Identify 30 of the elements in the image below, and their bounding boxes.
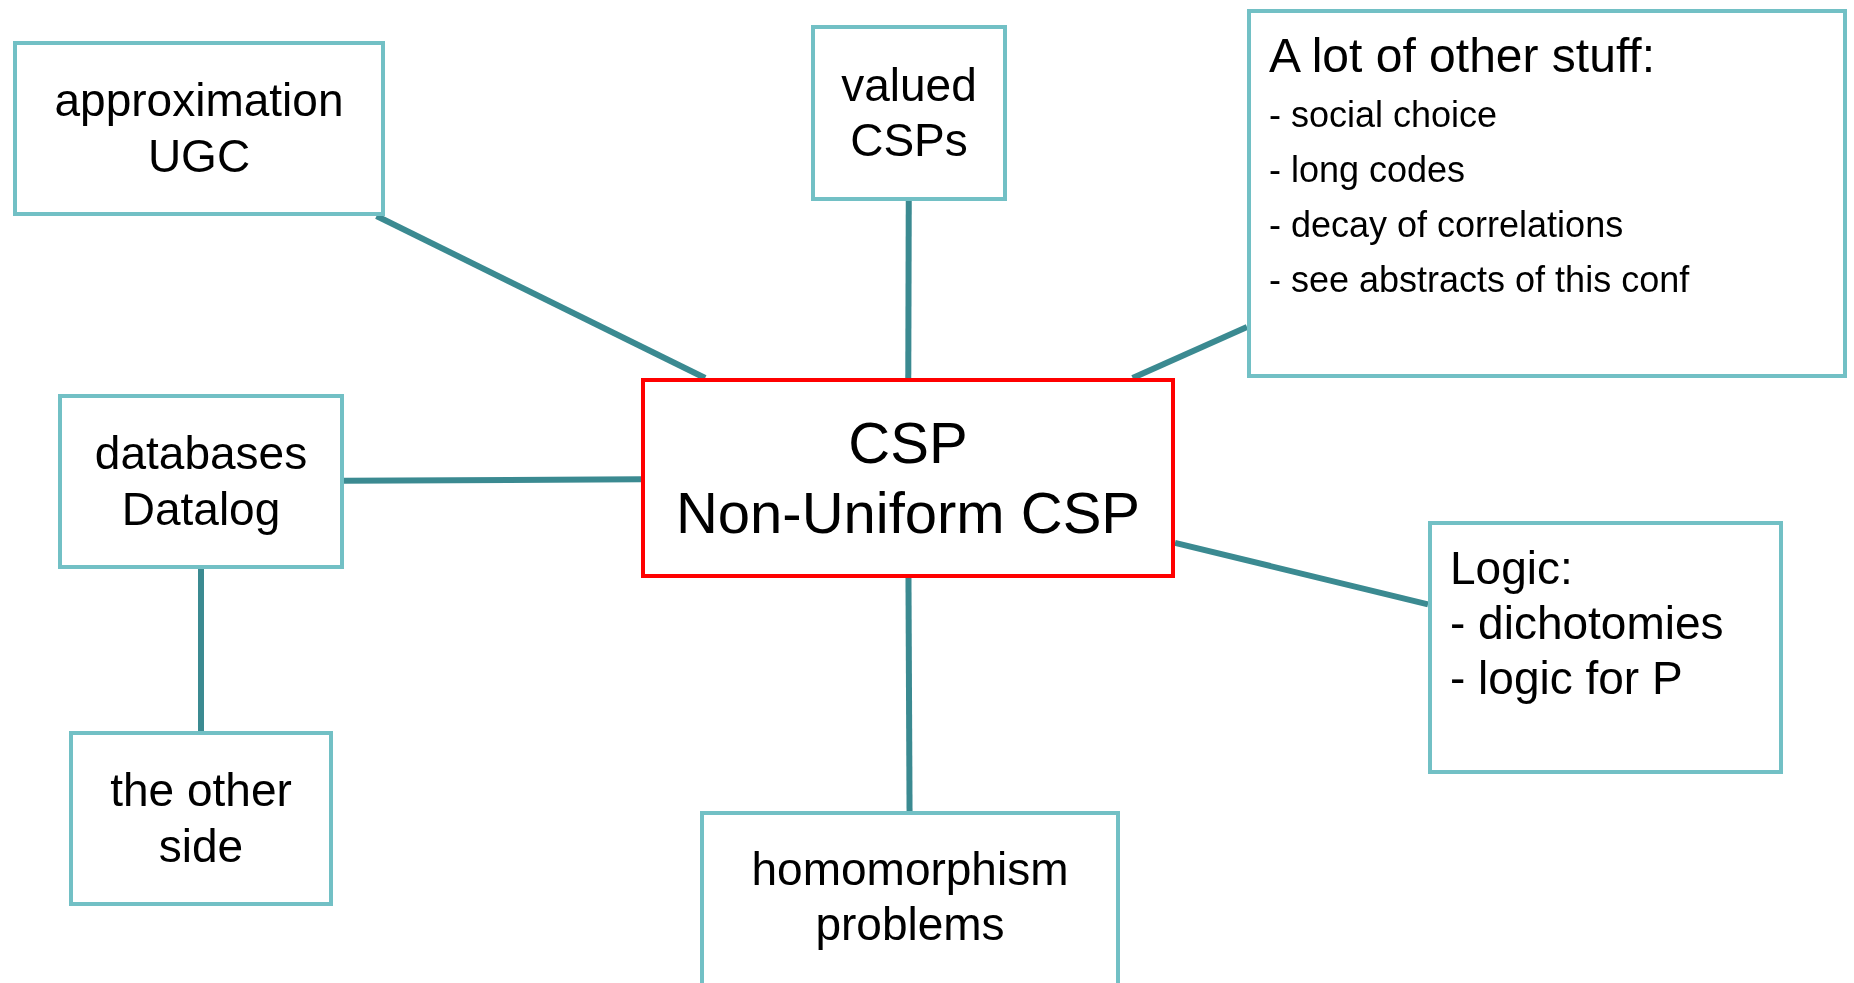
- list-heading: A lot of other stuff:: [1269, 28, 1655, 84]
- topic-label: CSP: [848, 409, 968, 478]
- topic-box: [1247, 9, 1847, 378]
- list-item: - dichotomies: [1450, 596, 1724, 652]
- topic-label: approximation UGC: [53, 73, 345, 184]
- topic-label: databases Datalog: [93, 426, 309, 537]
- list-heading: Logic:: [1450, 541, 1573, 596]
- list-item: - social choice: [1269, 92, 1498, 136]
- topic-box: [69, 731, 333, 906]
- connector-line: [1174, 539, 1429, 608]
- connector-line: [375, 213, 707, 381]
- connector-line: [905, 578, 913, 812]
- topic-box: [58, 394, 344, 569]
- connector-line: [905, 201, 912, 378]
- topic-box: [700, 811, 1120, 983]
- list-item: - logic for P: [1450, 651, 1683, 707]
- topic-label: the other side: [109, 763, 293, 874]
- topic-label: homomorphism problems: [750, 841, 1070, 952]
- connector-line: [198, 569, 204, 731]
- topic-box: [13, 41, 385, 216]
- topic-label: valued CSPs: [840, 57, 978, 168]
- connector-line: [1131, 324, 1249, 381]
- connector-line: [344, 476, 641, 484]
- list-item: - see abstracts of this conf: [1269, 258, 1690, 302]
- topic-label: Non-Uniform CSP: [675, 479, 1141, 547]
- list-item: - long codes: [1269, 147, 1466, 191]
- central-topic-box: [641, 378, 1175, 578]
- list-item: - decay of correlations: [1269, 202, 1624, 247]
- topic-box: [811, 25, 1007, 201]
- topic-box: [1428, 521, 1783, 774]
